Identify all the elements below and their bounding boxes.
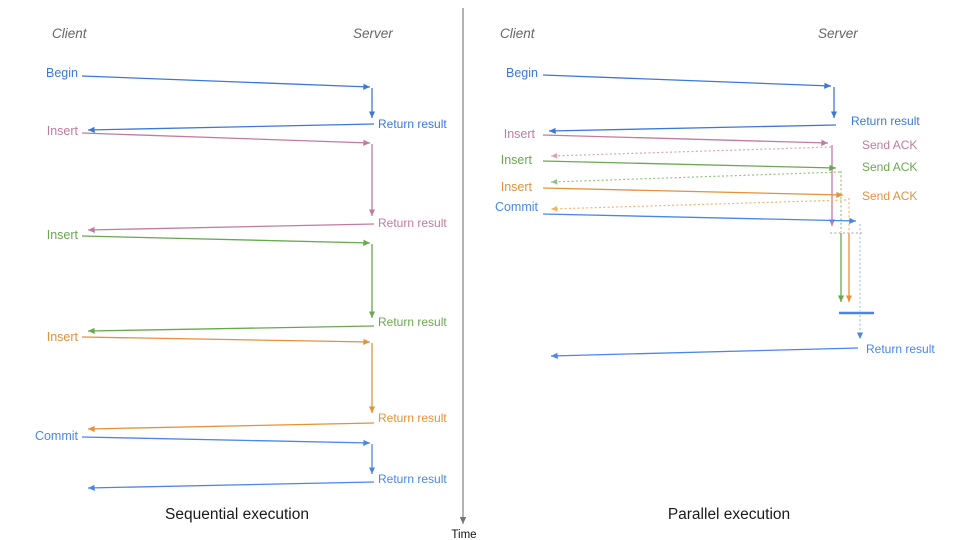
insert2-request-arrow [542, 160, 837, 171]
commit-return-arrow [87, 481, 375, 492]
insert2-return-arrow [87, 325, 375, 335]
commit-label: Commit [35, 429, 79, 443]
insert1-return-arrow [87, 223, 375, 234]
server-header: Server [818, 26, 858, 41]
begin-return-label: Return result [378, 117, 447, 131]
insert3-return-arrow [87, 422, 375, 433]
insert3-return-label: Return result [378, 411, 447, 425]
begin-return-label: Return result [851, 114, 920, 128]
commit-label: Commit [495, 200, 539, 214]
commit-request-arrow [81, 436, 371, 447]
insert2-ack-label: Send ACK [862, 160, 917, 174]
time-axis-label: Time [451, 529, 476, 540]
parallel-panel: Client Server Begin Return result Insert… [495, 26, 935, 523]
sequential-caption: Sequential execution [165, 506, 309, 523]
begin-label: Begin [506, 66, 538, 80]
insert1-ack-arrow [550, 146, 832, 159]
client-header: Client [500, 26, 536, 41]
commit-return-label: Return result [866, 342, 935, 356]
insert2-label: Insert [501, 153, 533, 167]
sequential-panel: Client Server Begin Return result Insert… [35, 26, 447, 523]
insert2-return-label: Return result [378, 315, 447, 329]
time-axis: Time [451, 8, 477, 540]
begin-return-arrow [87, 123, 375, 134]
insert3-request-arrow [81, 336, 371, 346]
insert1-request-arrow [542, 134, 829, 146]
insert1-label: Insert [504, 127, 536, 141]
insert2-request-arrow [81, 235, 371, 246]
insert1-request-arrow [81, 132, 371, 146]
insert3-label: Insert [47, 330, 79, 344]
parallel-caption: Parallel execution [668, 506, 790, 523]
insert1-ack-label: Send ACK [862, 138, 917, 152]
insert1-label: Insert [47, 124, 79, 138]
insert3-ack-label: Send ACK [862, 189, 917, 203]
begin-request-arrow [542, 74, 832, 89]
begin-return-arrow [548, 124, 837, 135]
insert1-return-label: Return result [378, 216, 447, 230]
insert2-ack-arrow [550, 171, 841, 185]
insert3-request-arrow [542, 187, 844, 198]
client-header: Client [52, 26, 88, 41]
commit-request-arrow [542, 213, 857, 224]
insert3-ack-arrow [550, 199, 847, 212]
begin-request-arrow [81, 75, 371, 90]
server-header: Server [353, 26, 393, 41]
insert3-label: Insert [501, 180, 533, 194]
commit-return-label: Return result [378, 472, 447, 486]
begin-label: Begin [46, 66, 78, 80]
insert2-label: Insert [47, 228, 79, 242]
commit-return-arrow [550, 347, 859, 359]
